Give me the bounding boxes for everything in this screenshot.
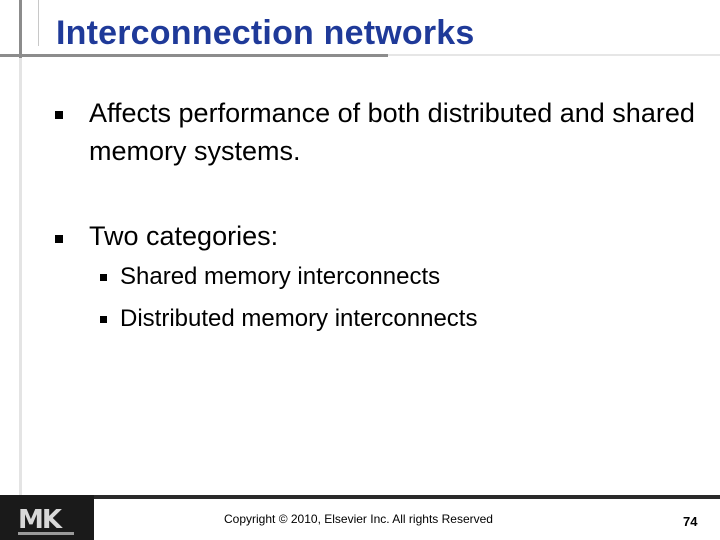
bullet-text: Two categories:	[89, 221, 279, 251]
frame-vertical-line-light	[19, 58, 22, 495]
bullet-text: Affects performance of both distributed …	[89, 98, 695, 166]
bullet-square-icon	[55, 111, 63, 119]
footer-strip	[94, 495, 720, 499]
sub-bullet-square-icon	[100, 316, 107, 323]
bullet-square-icon	[55, 235, 63, 243]
frame-vertical-line	[19, 0, 22, 58]
title-underline	[0, 54, 388, 57]
sub-bullet-text: Shared memory interconnects	[120, 263, 441, 290]
slide-title: Interconnection networks	[56, 14, 475, 52]
page-number: 74	[683, 514, 698, 529]
slide-footer	[0, 495, 720, 540]
publisher-logo: MK	[18, 505, 62, 535]
sub-bullet-text: Distributed memory interconnects	[120, 305, 478, 332]
copyright-text: Copyright © 2010, Elsevier Inc. All righ…	[224, 512, 493, 526]
publisher-logo-subtext	[18, 532, 74, 535]
title-underline-light	[388, 54, 720, 56]
sub-bullet-square-icon	[100, 274, 107, 281]
frame-vertical-line-thin	[38, 0, 39, 46]
